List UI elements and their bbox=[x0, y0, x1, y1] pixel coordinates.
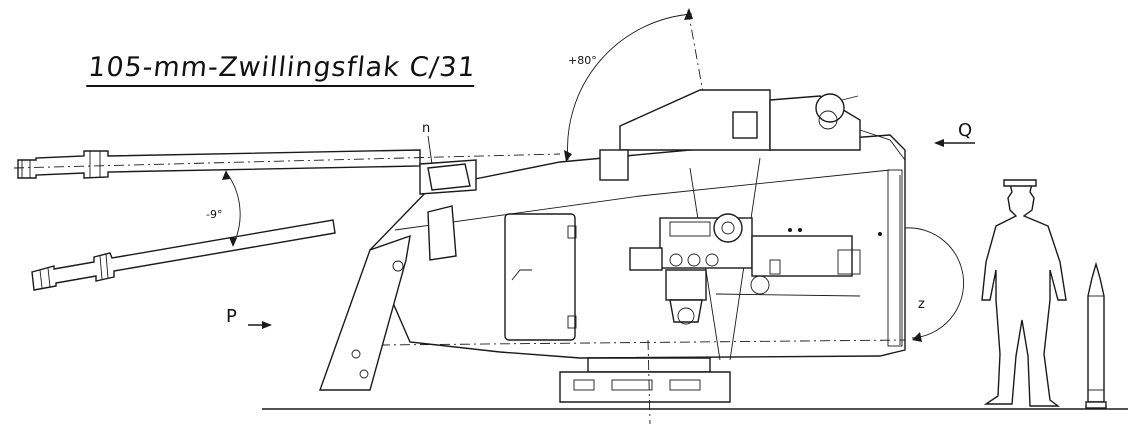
cradle: n bbox=[419, 121, 477, 195]
traverse-arc bbox=[904, 227, 964, 339]
mark-q-label: Q bbox=[958, 120, 972, 141]
control-box bbox=[715, 228, 882, 297]
left-bracket bbox=[319, 205, 457, 391]
scale-shell bbox=[1085, 261, 1107, 409]
scale-figure bbox=[981, 179, 1067, 407]
sight-equipment bbox=[629, 213, 753, 325]
elevation-arc-min bbox=[225, 171, 241, 246]
mark-z-label: z bbox=[918, 297, 925, 312]
side-door bbox=[504, 213, 576, 341]
elevation-max-label: +80° bbox=[568, 54, 597, 67]
elevation-arc-max bbox=[567, 13, 693, 161]
barrel-lower bbox=[31, 219, 336, 291]
gun-housing bbox=[369, 134, 906, 361]
elevation-min-label: -9° bbox=[206, 208, 222, 221]
pedestal bbox=[559, 339, 731, 425]
barrel-upper bbox=[13, 149, 561, 179]
arrow-p: P bbox=[226, 306, 272, 329]
arrow-q: Q bbox=[934, 120, 975, 147]
mark-n-label: n bbox=[422, 121, 430, 136]
top-housing bbox=[599, 89, 906, 181]
mark-p-label: P bbox=[226, 306, 237, 327]
